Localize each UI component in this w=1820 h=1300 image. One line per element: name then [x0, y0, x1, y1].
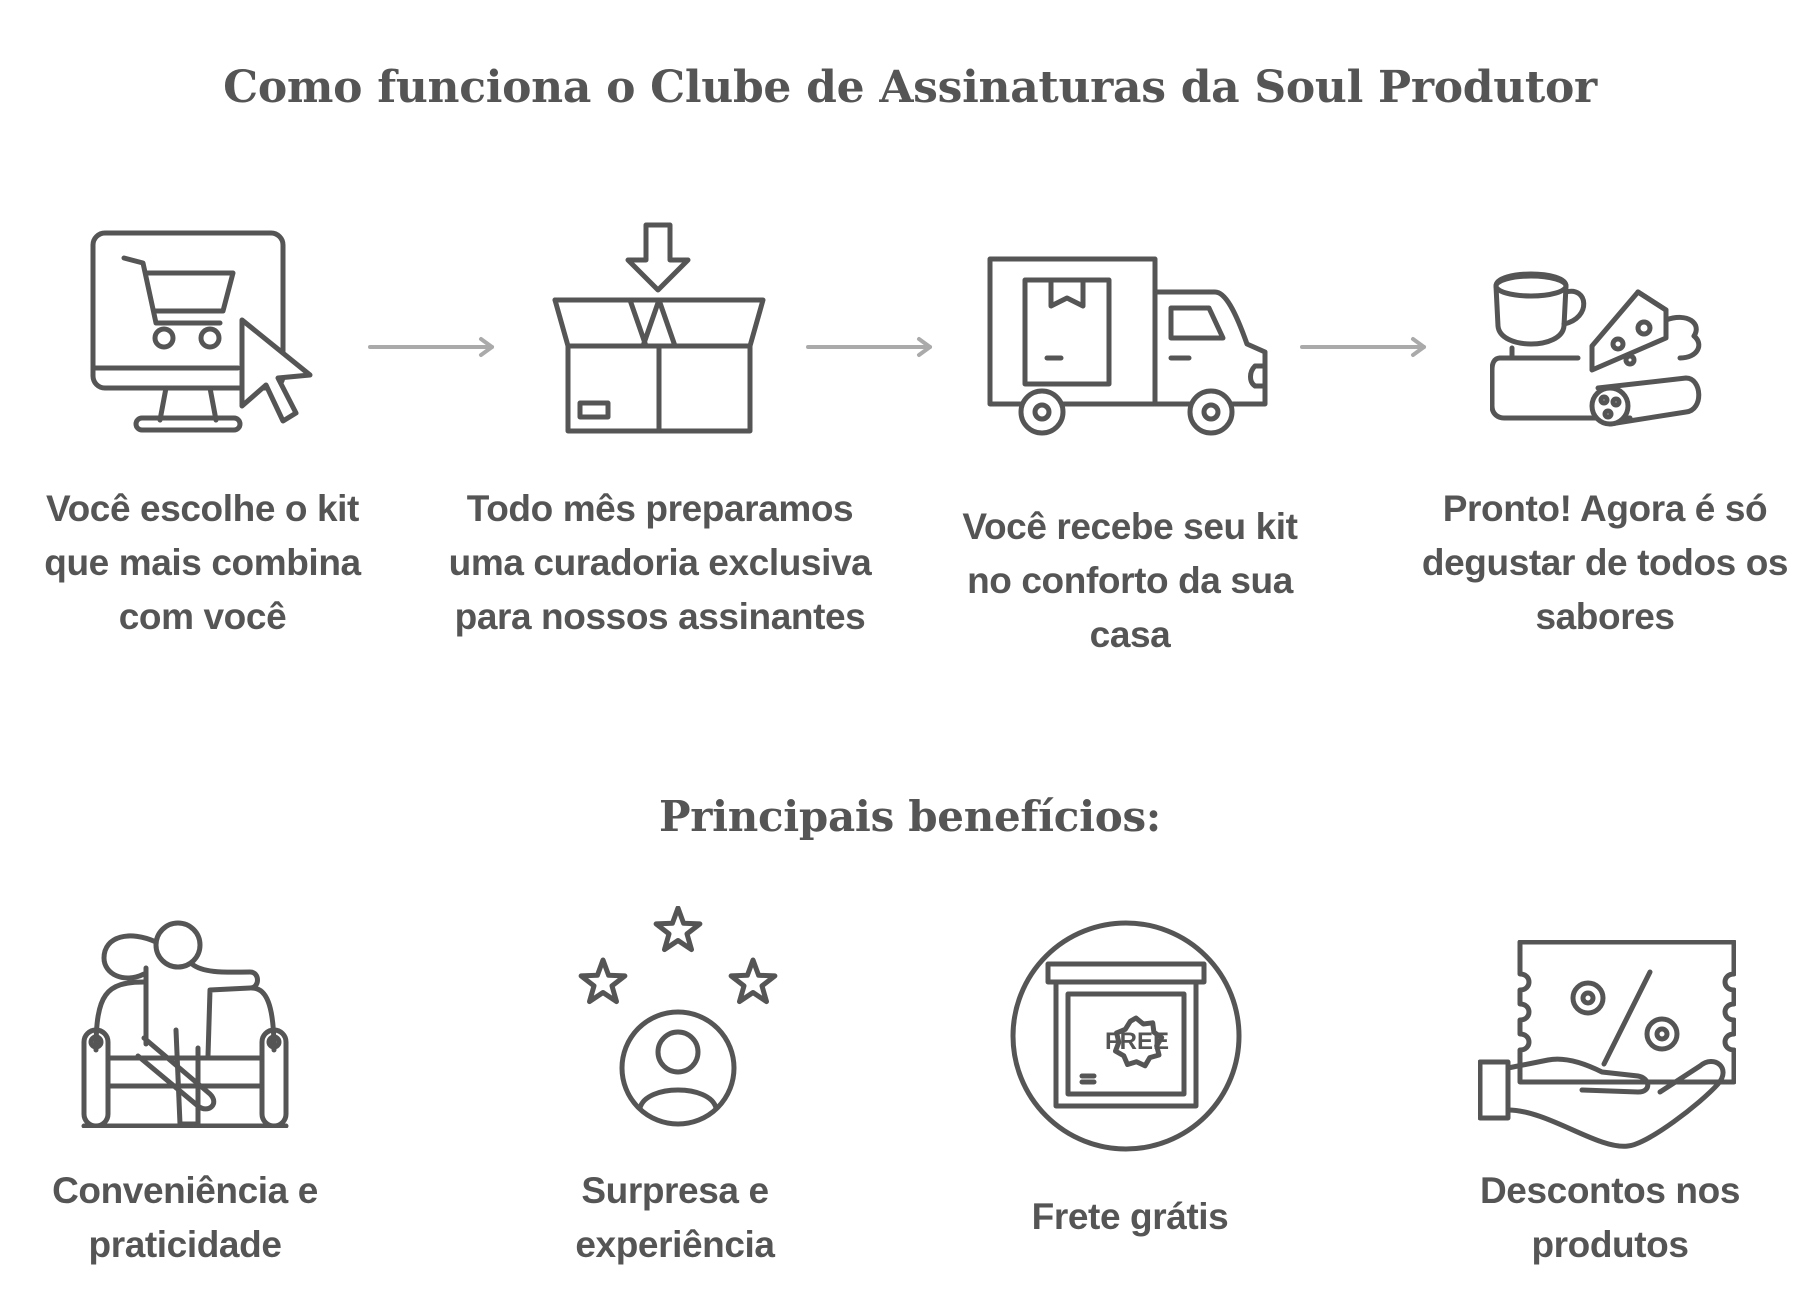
flow-arrow-1 — [368, 336, 498, 358]
hand-discount-coupon-icon: % — [1478, 940, 1736, 1152]
user-stars-icon — [568, 906, 790, 1132]
benefit-2-text: Surpresa e experiência — [575, 1170, 775, 1265]
benefits-title: Principais benefícios: — [659, 792, 1161, 841]
step-3-text: Você recebe seu kit no conforto da sua c… — [962, 506, 1298, 655]
open-box-arrow-icon — [550, 222, 768, 434]
free-shipping-box-icon: FREE — [1010, 920, 1242, 1152]
step-1-text: Você escolhe o kit que mais combina com … — [44, 488, 361, 637]
free-badge-text: FREE — [1105, 1028, 1169, 1055]
main-title: Como funciona o Clube de Assinaturas da … — [223, 62, 1597, 113]
person-relaxing-armchair-icon — [80, 918, 290, 1128]
coffee-cheese-salami-icon — [1490, 266, 1714, 432]
computer-cart-cursor-icon — [88, 228, 318, 438]
delivery-truck-icon — [985, 254, 1271, 436]
benefit-1-text: Conveniência e praticidade — [52, 1170, 318, 1265]
step-4-text: Pronto! Agora é só degustar de todos os … — [1421, 488, 1789, 637]
benefit-4-text: Descontos nos produtos — [1479, 1170, 1740, 1265]
flow-arrow-2 — [806, 336, 936, 358]
flow-arrow-3 — [1300, 336, 1430, 358]
step-2-text: Todo mês preparamos uma curadoria exclus… — [448, 488, 872, 637]
benefit-3-text: Frete grátis — [1031, 1196, 1229, 1237]
